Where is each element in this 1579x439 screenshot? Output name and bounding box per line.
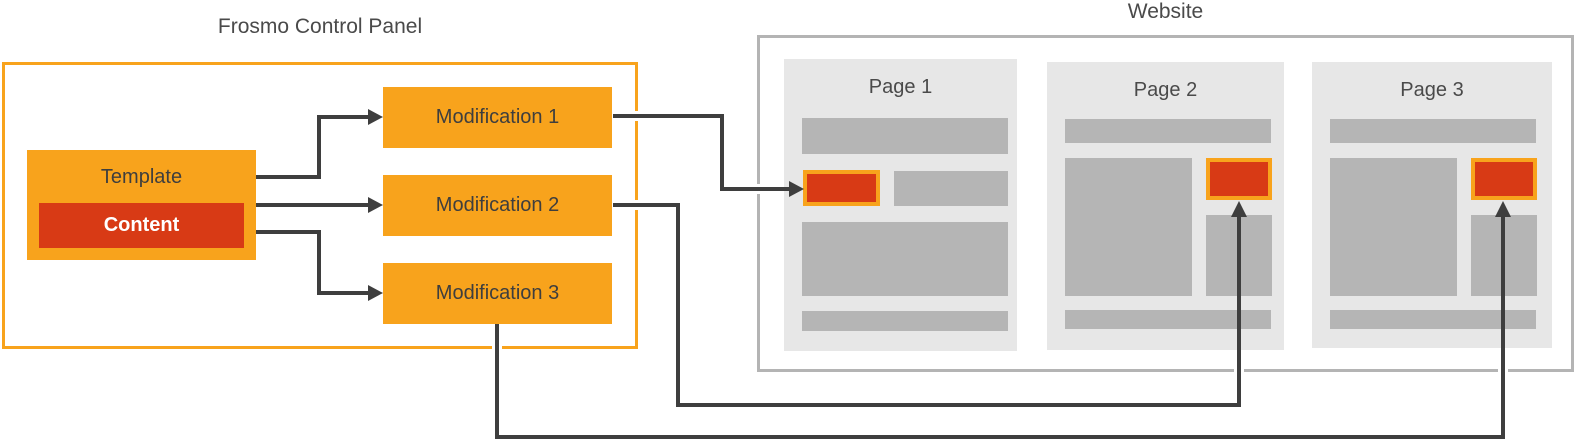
modification-1-label: Modification 1 bbox=[435, 106, 560, 128]
page-2-footer-placeholder bbox=[1065, 310, 1271, 329]
page-1-label: Page 1 bbox=[868, 76, 933, 98]
modification-2-box: Modification 2 bbox=[383, 175, 612, 236]
modification-3-box: Modification 3 bbox=[383, 263, 612, 324]
template-label: Template bbox=[100, 166, 183, 188]
page-1: Page 1 bbox=[784, 59, 1017, 351]
page-1-footer-placeholder bbox=[802, 311, 1008, 331]
control-panel-title: Frosmo Control Panel bbox=[217, 15, 423, 38]
page-2-label: Page 2 bbox=[1133, 79, 1198, 101]
content-box: Content bbox=[39, 203, 244, 248]
page-1-header-placeholder bbox=[802, 118, 1008, 154]
page-2-side-placeholder bbox=[1206, 215, 1272, 296]
content-label: Content bbox=[103, 214, 180, 236]
page-1-body-placeholder bbox=[802, 222, 1008, 296]
page-3-footer-placeholder bbox=[1330, 310, 1536, 329]
page-2-body-placeholder bbox=[1065, 158, 1192, 296]
page-1-side-placeholder bbox=[894, 171, 1008, 206]
modification-1-box: Modification 1 bbox=[383, 87, 612, 148]
page-3: Page 3 bbox=[1312, 62, 1552, 348]
page-3-header-placeholder bbox=[1330, 119, 1536, 143]
page-1-modification-slot bbox=[803, 170, 880, 206]
page-3-modification-slot bbox=[1471, 158, 1537, 200]
website-title: Website bbox=[1127, 0, 1204, 23]
page-2-header-placeholder bbox=[1065, 119, 1271, 143]
page-2: Page 2 bbox=[1047, 62, 1284, 350]
page-2-modification-slot bbox=[1206, 158, 1272, 200]
page-3-label: Page 3 bbox=[1400, 79, 1464, 101]
page-3-side-placeholder bbox=[1471, 215, 1537, 296]
modification-2-label: Modification 2 bbox=[435, 194, 560, 216]
page-3-body-placeholder bbox=[1330, 158, 1457, 296]
modification-3-label: Modification 3 bbox=[435, 282, 560, 304]
